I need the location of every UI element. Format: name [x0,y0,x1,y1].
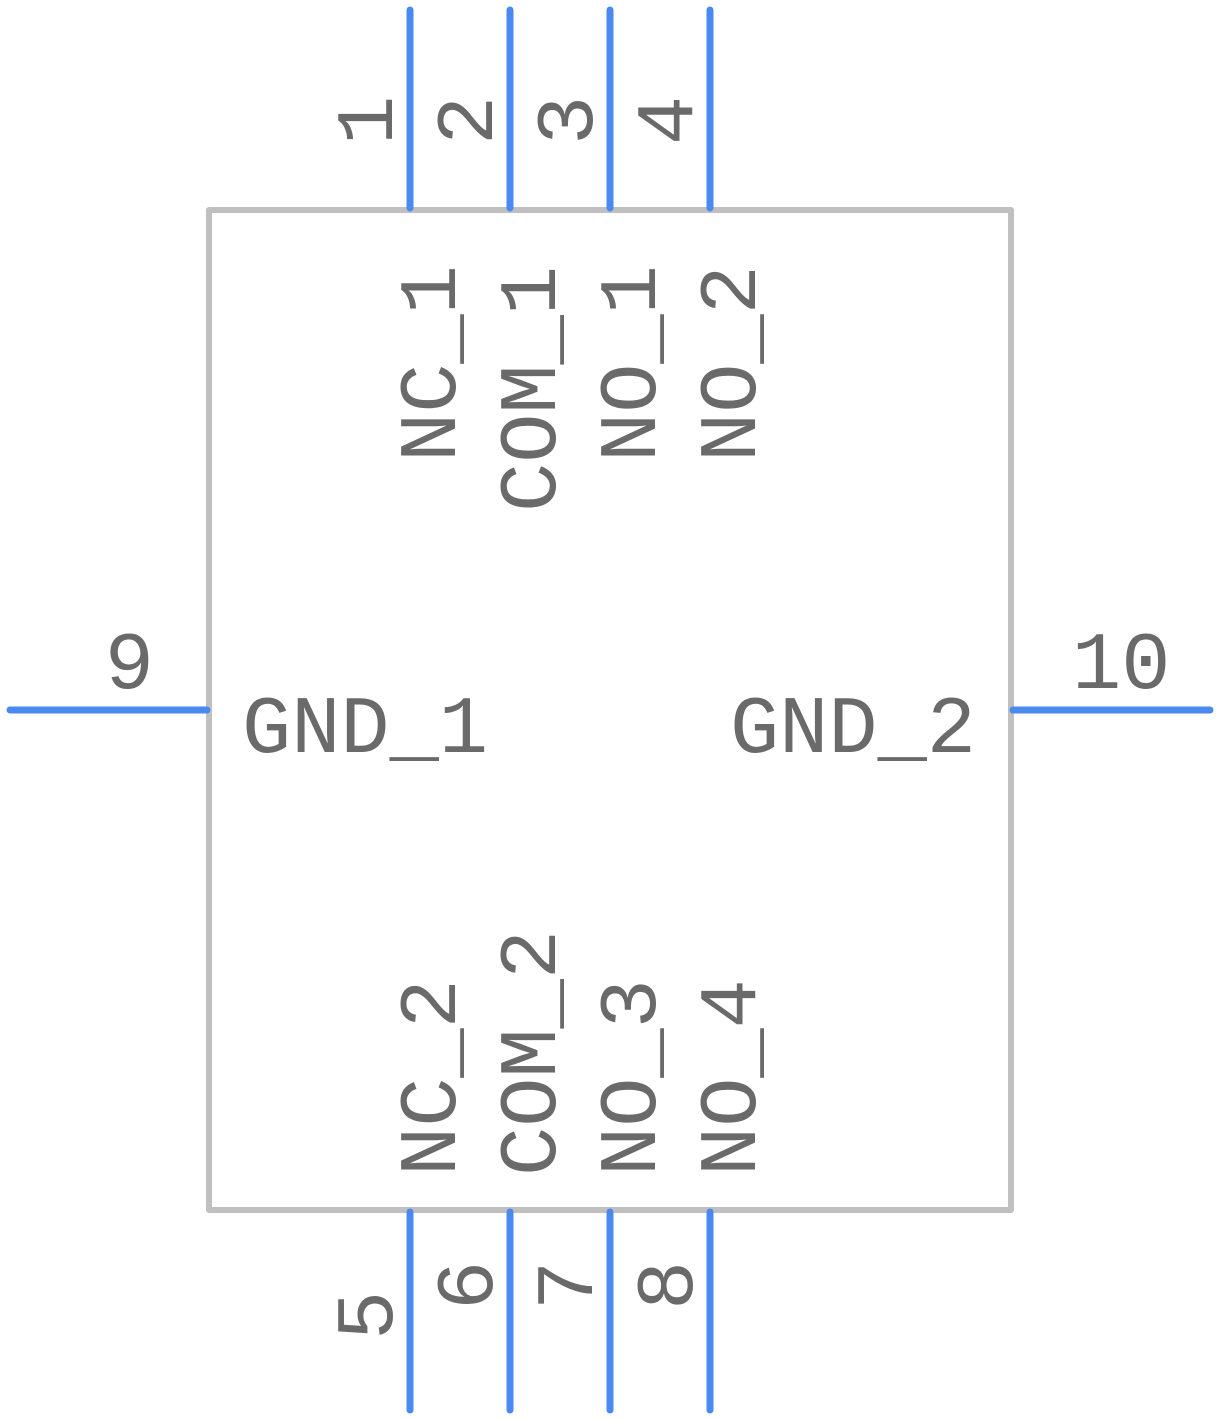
pin-9-name: GND_1 [242,684,488,777]
pin-1-number: 1 [324,96,417,145]
pin-2-name: COM_1 [487,266,580,512]
pin-1-name: NC_1 [387,265,480,462]
pin-7-name: NO_3 [587,979,680,1176]
pin-6-number: 6 [424,1261,517,1310]
pin-9-number: 9 [105,620,154,713]
pin-3-name: NO_1 [587,265,680,462]
pin-5-name: NC_2 [387,979,480,1176]
pin-3-number: 3 [524,96,617,145]
pin-8-number: 8 [624,1261,717,1310]
pin-10-name: GND_2 [730,684,976,777]
pin-5-number: 5 [324,1291,417,1340]
pin-10-number: 10 [1072,620,1170,713]
pin-7-number: 7 [524,1261,617,1310]
pin-6-name: COM_2 [487,930,580,1176]
pin-4-name: NO_2 [687,265,780,462]
pin-2-number: 2 [424,96,517,145]
pin-4-number: 4 [624,96,717,145]
pin-8-name: NO_4 [687,979,780,1176]
component-body [206,207,1014,1213]
